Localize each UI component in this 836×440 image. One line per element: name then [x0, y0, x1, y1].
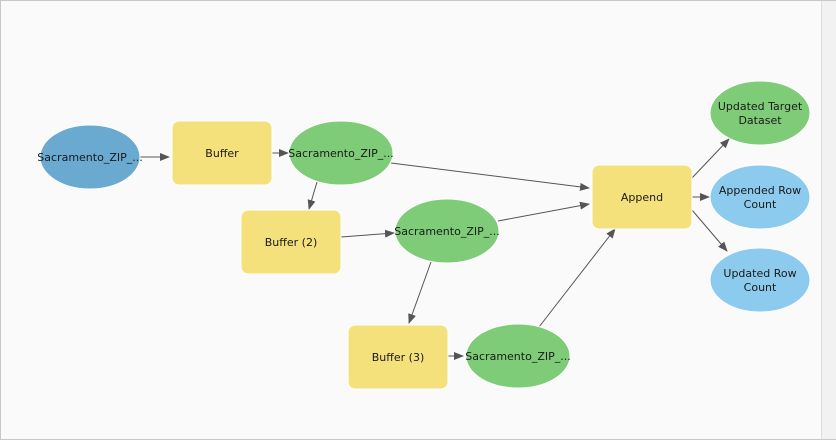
node-label: Append — [621, 191, 663, 204]
derived-data-ellipse[interactable] — [465, 323, 571, 389]
node-zip-out1[interactable]: Sacramento_ZIP_... — [288, 120, 394, 186]
connector-zip_out3-to-append[interactable] — [538, 228, 616, 328]
node-label: Appended Row — [719, 184, 801, 197]
node-zip-out3[interactable]: Sacramento_ZIP_... — [465, 323, 571, 389]
tool-rectangle[interactable] — [347, 324, 449, 390]
node-input-zip[interactable]: Sacramento_ZIP_... — [37, 124, 143, 190]
connector-zip_out1-to-append[interactable] — [390, 162, 590, 191]
derived-data-ellipse[interactable] — [288, 120, 394, 186]
value-ellipse[interactable] — [709, 247, 811, 313]
connector-zip_out1-to-buffer2[interactable] — [307, 181, 318, 210]
node-label: Updated Row — [723, 267, 796, 280]
tool-rectangle[interactable] — [240, 209, 342, 275]
connector-append-to-target[interactable] — [691, 138, 730, 179]
tool-rectangle[interactable] — [591, 164, 693, 230]
node-label: Count — [744, 281, 777, 294]
node-buffer3[interactable]: Buffer (3) — [347, 324, 449, 390]
derived-data-ellipse[interactable] — [709, 80, 811, 146]
node-label: Updated Target — [718, 100, 803, 113]
node-buffer2[interactable]: Buffer (2) — [240, 209, 342, 275]
connector-zip_out2-to-buffer3[interactable] — [408, 261, 432, 324]
node-label: Count — [744, 198, 777, 211]
derived-data-ellipse[interactable] — [394, 198, 500, 264]
connector-buffer2-to-zip_out2[interactable] — [340, 229, 395, 238]
node-label: Buffer (3) — [372, 351, 424, 364]
value-ellipse[interactable] — [709, 164, 811, 230]
node-label: Sacramento_ZIP_... — [37, 151, 142, 164]
node-zip-out2[interactable]: Sacramento_ZIP_... — [394, 198, 500, 264]
node-label: Sacramento_ZIP_... — [288, 147, 393, 160]
connector-append-to-updated_count[interactable] — [691, 209, 728, 252]
node-label: Dataset — [738, 114, 782, 127]
connector-layer — [140, 138, 730, 360]
input-data-ellipse[interactable] — [39, 124, 141, 190]
tool-rectangle[interactable] — [171, 120, 273, 186]
node-label: Sacramento_ZIP_... — [394, 225, 499, 238]
node-label: Buffer (2) — [265, 236, 317, 249]
connector-zip_out2-to-append[interactable] — [497, 201, 590, 222]
node-label: Buffer — [205, 147, 239, 160]
node-buffer1[interactable]: Buffer — [171, 120, 273, 186]
vertical-scrollbar[interactable] — [821, 1, 836, 439]
node-label: Sacramento_ZIP_... — [465, 350, 570, 363]
node-append[interactable]: Append — [591, 164, 693, 230]
